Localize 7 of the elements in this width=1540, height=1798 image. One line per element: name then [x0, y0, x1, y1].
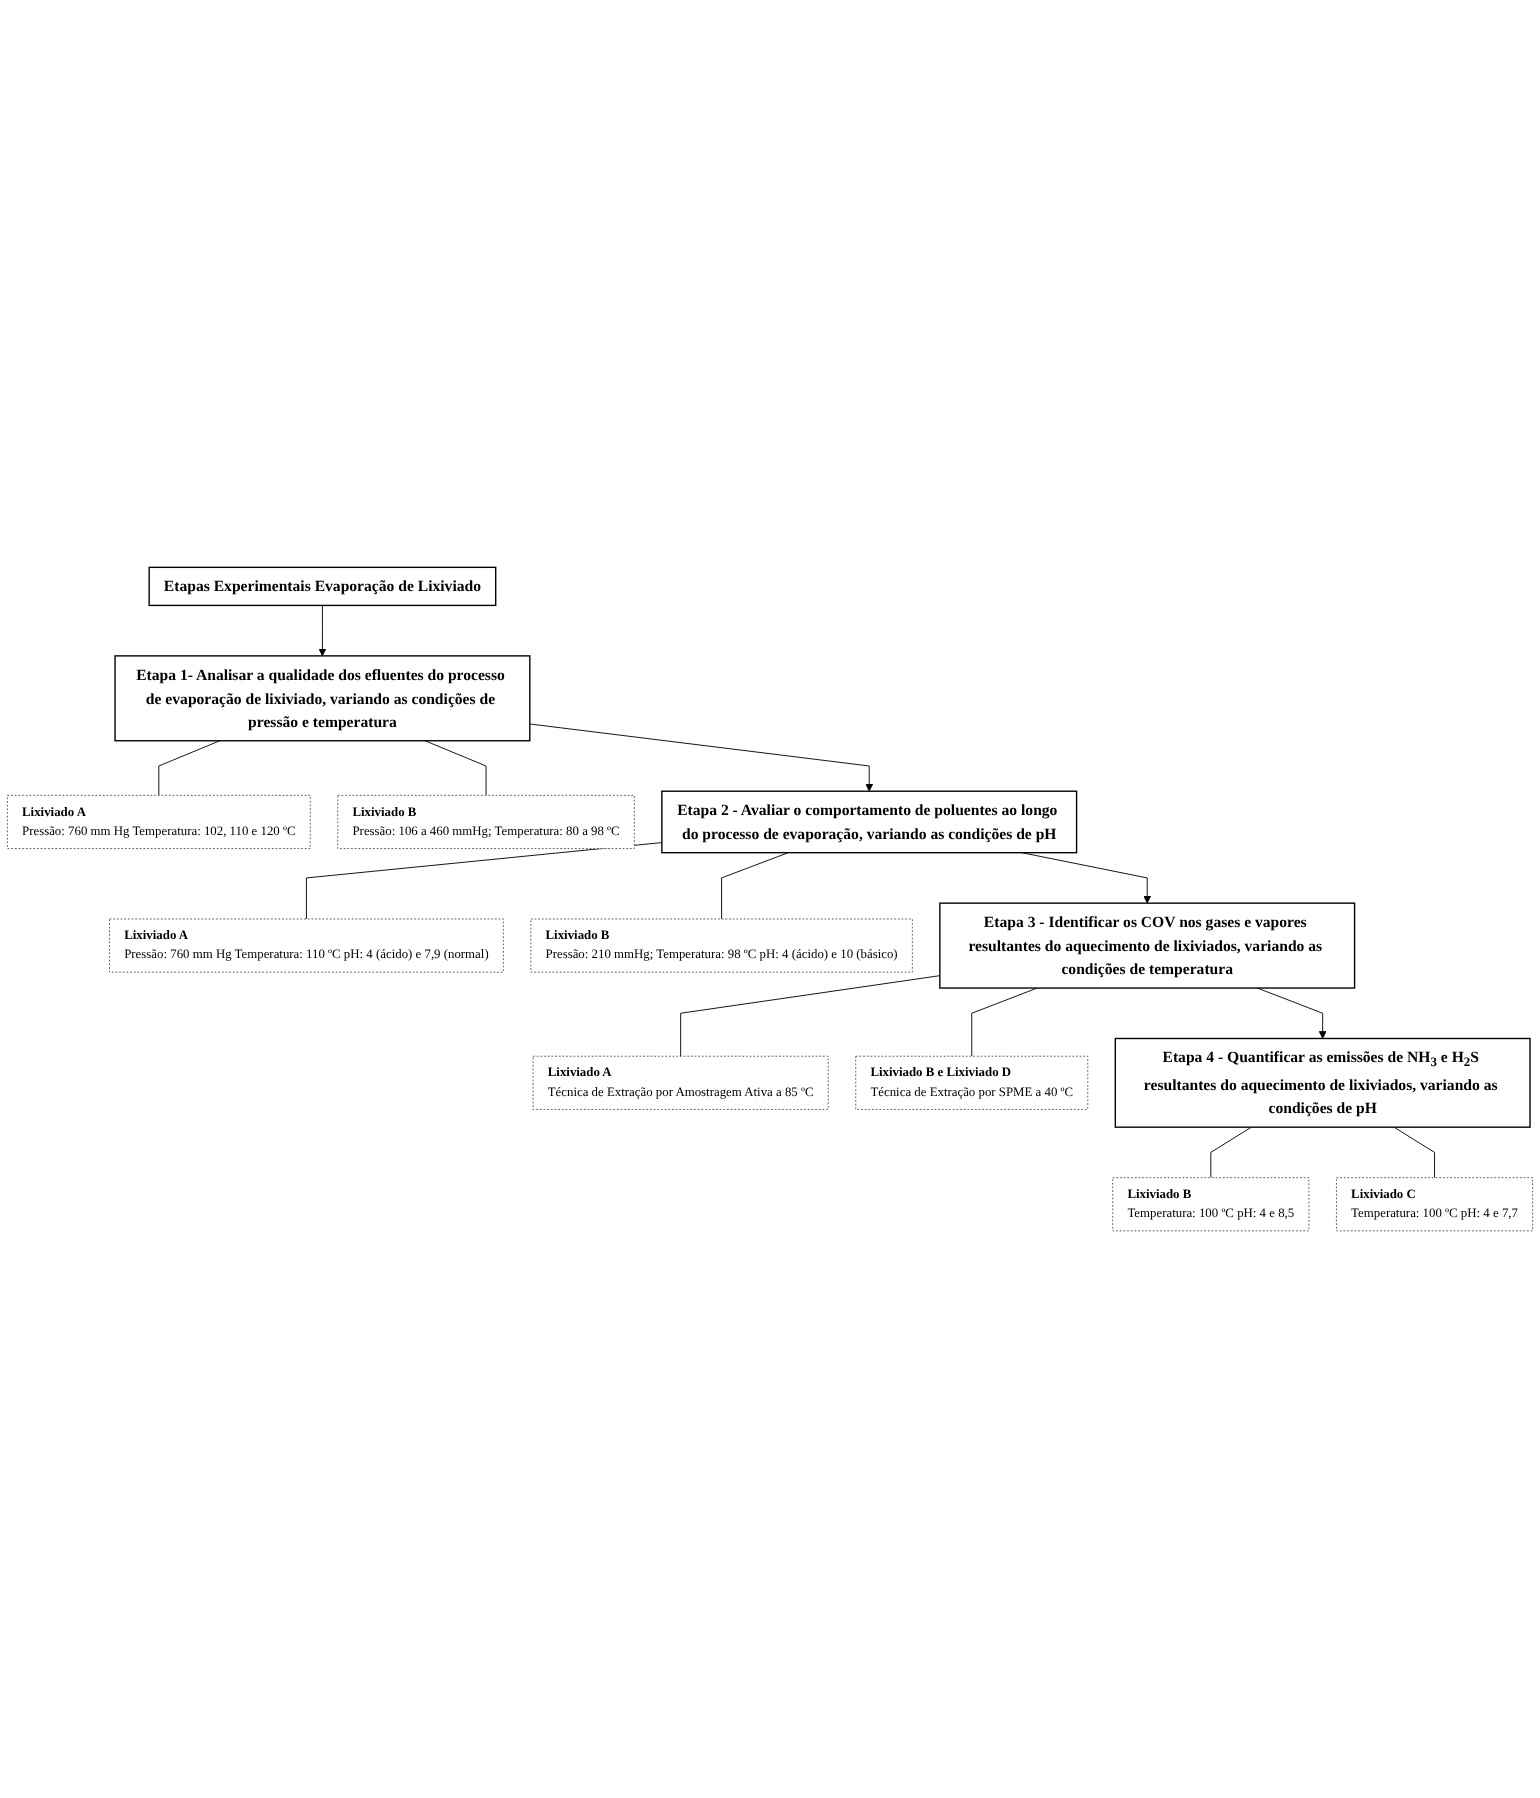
connector [158, 740, 221, 796]
connector [424, 740, 487, 796]
connector [1393, 1126, 1435, 1178]
connector [721, 852, 789, 920]
connector [680, 975, 941, 1057]
connector [1210, 1126, 1252, 1178]
connector [305, 842, 663, 920]
